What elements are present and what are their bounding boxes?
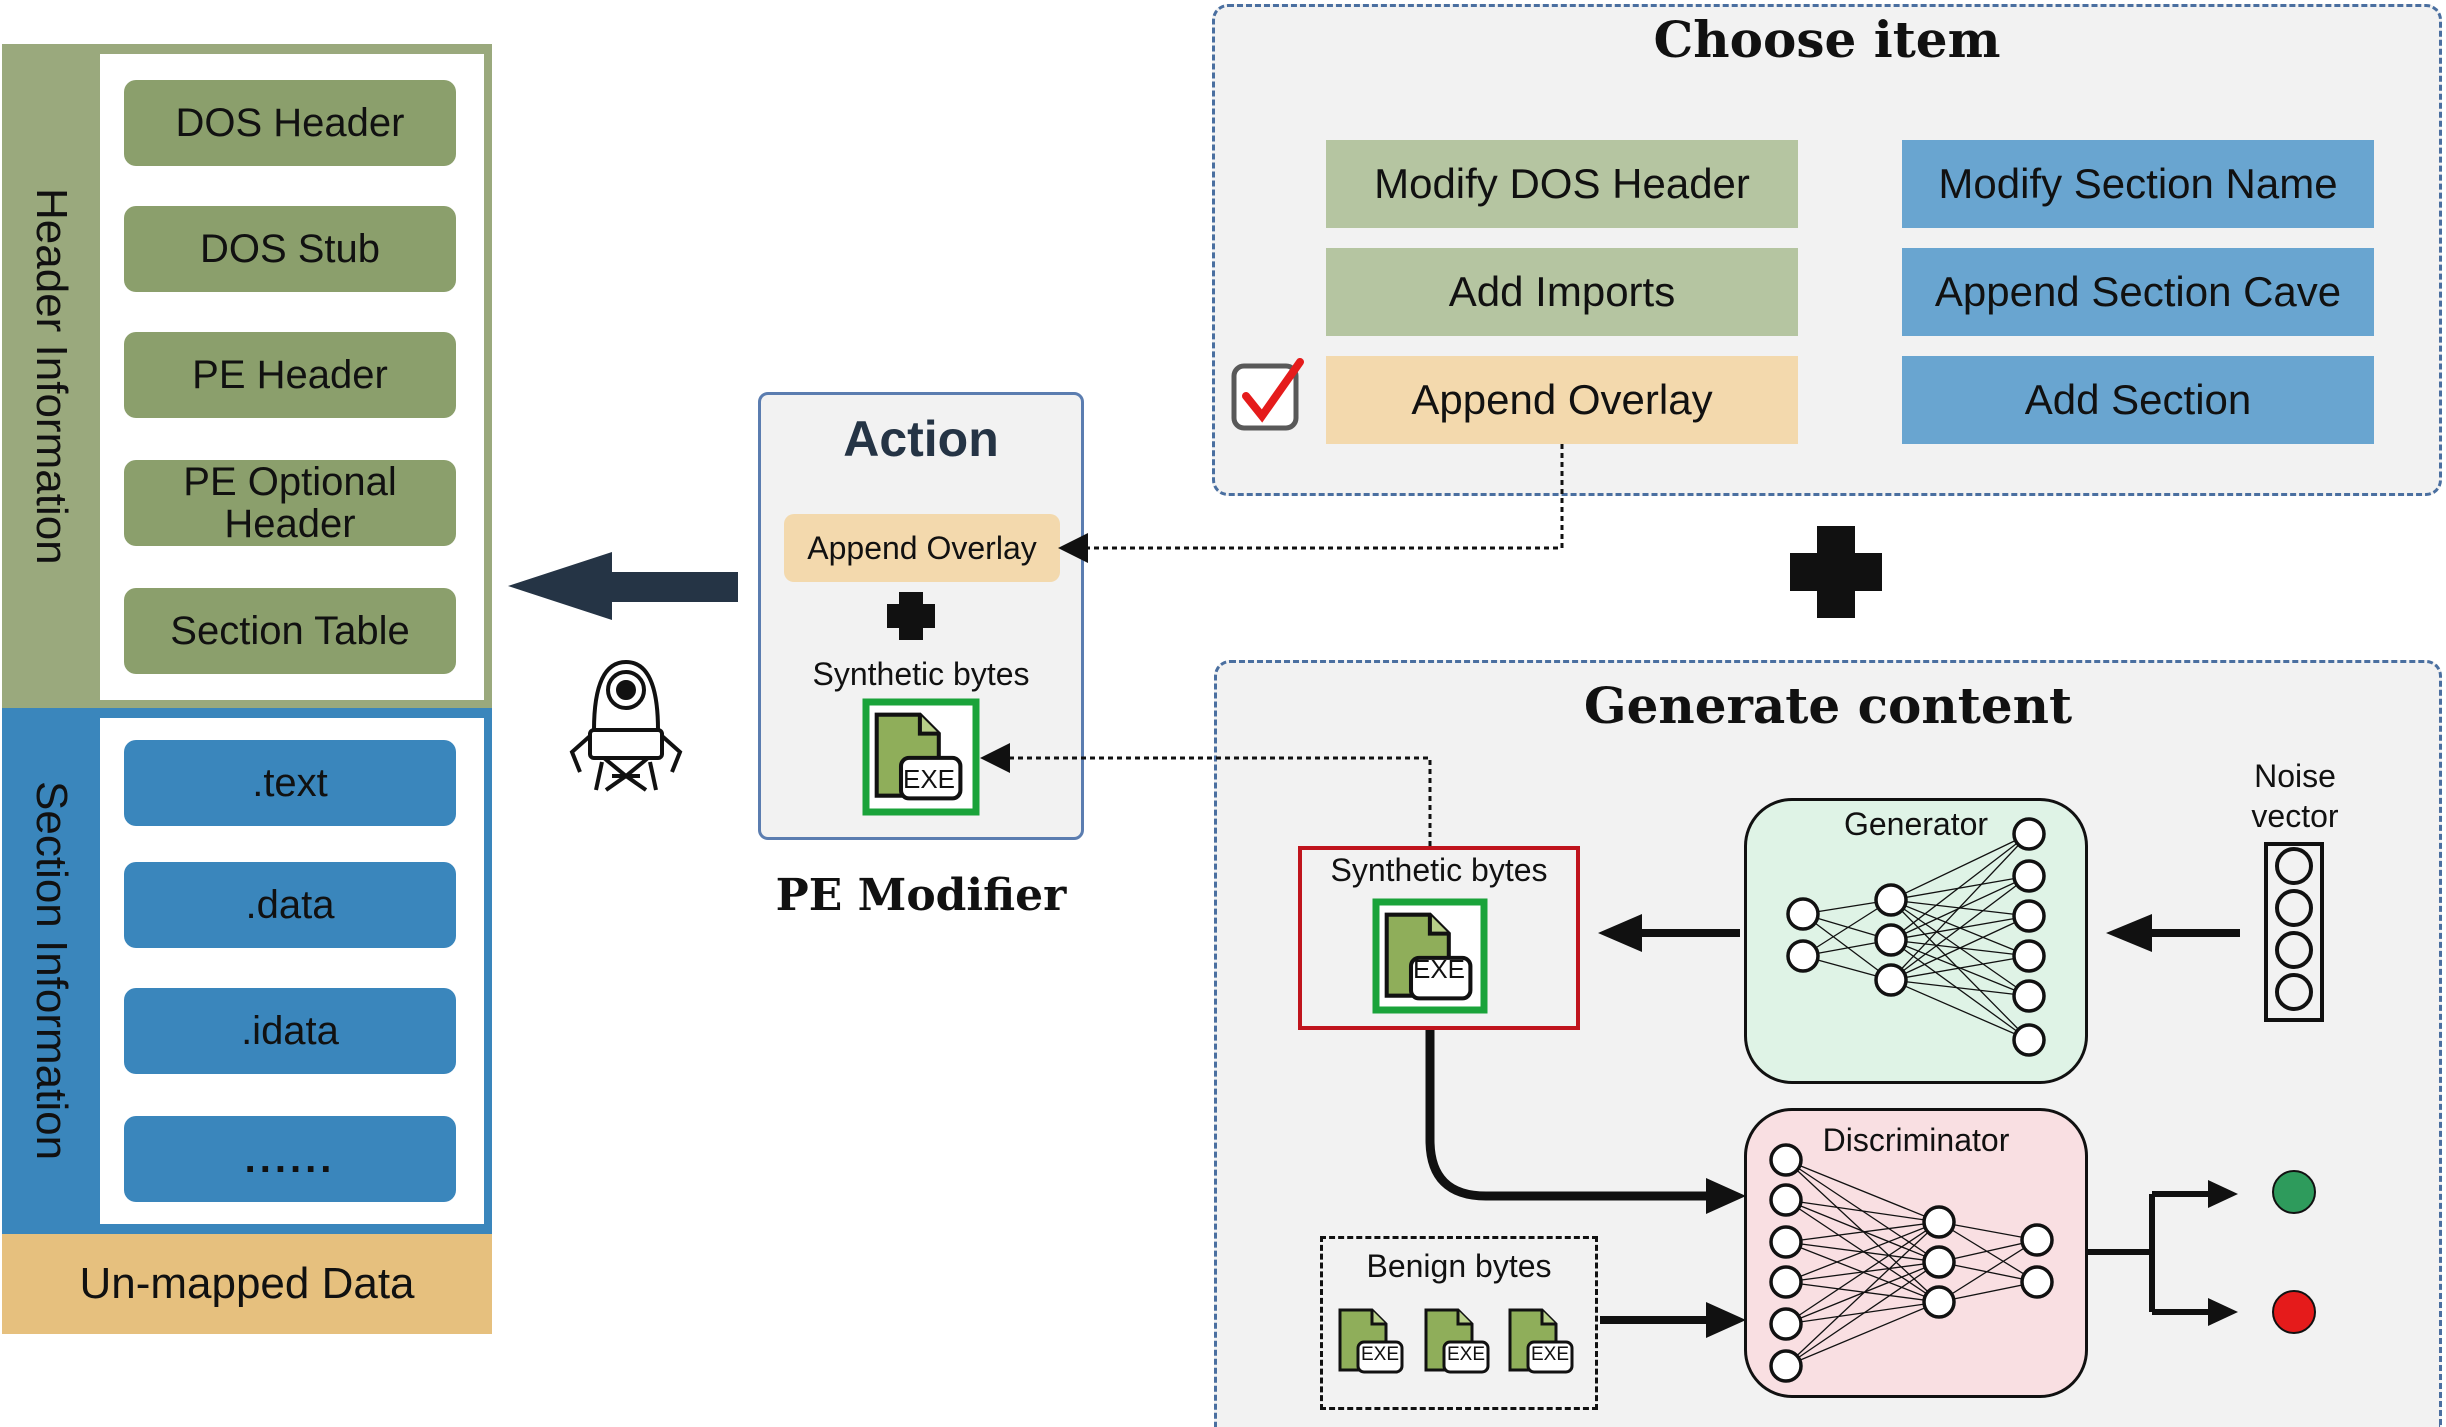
synthetic-to-action-connector — [980, 743, 1432, 846]
fake-output-dot — [2272, 1290, 2316, 1334]
synthetic-bytes-label: Synthetic bytes — [1330, 852, 1548, 888]
action-title: Action — [843, 411, 999, 467]
selected-action-label: Append Overlay — [784, 514, 1060, 582]
noise-vector-label: Noise vector — [2251, 758, 2339, 834]
append-overlay-option[interactable]: Append Overlay — [1326, 356, 1798, 444]
synthetic-exe-icon — [1372, 898, 1488, 1014]
benign-bytes-label: Benign bytes — [1366, 1248, 1552, 1284]
modify-dos-header-option[interactable]: Modify DOS Header — [1326, 140, 1798, 228]
action-plus-icon — [887, 592, 935, 640]
robot-agent-icon — [569, 659, 683, 792]
discriminator-network — [1769, 1143, 2054, 1383]
overlay-to-action-connector — [1058, 444, 1564, 563]
section-information-label: Section Information — [27, 781, 76, 1161]
idata-section-item: .idata — [124, 988, 456, 1074]
action-synthetic-label: Synthetic bytes — [812, 656, 1030, 692]
action-exe-label: EXE — [902, 764, 956, 794]
pe-optional-header-item: PE Optional Header — [124, 460, 456, 546]
benign-exe-label: EXE — [1446, 1344, 1486, 1365]
combine-plus-icon — [1790, 526, 1882, 618]
unmapped-data-block: Un-mapped Data — [2, 1234, 492, 1334]
synthetic-to-discriminator-arrowhead — [1706, 1178, 1746, 1214]
dos-stub-item: DOS Stub — [124, 206, 456, 292]
dos-header-item: DOS Header — [124, 80, 456, 166]
generate-content-title: Generate content — [1583, 676, 2073, 735]
more-sections-item: ...... — [124, 1116, 456, 1202]
noise-vector-icon — [2264, 842, 2324, 1022]
real-output-dot — [2272, 1170, 2316, 1214]
discriminator-output-arrow — [2088, 1180, 2238, 1326]
generator-network — [1786, 817, 2046, 1057]
benign-to-discriminator-arrow — [1600, 1302, 1746, 1338]
apply-arrow-icon — [508, 552, 738, 620]
synthetic-to-discriminator-arrow — [1425, 1030, 1708, 1201]
add-imports-option[interactable]: Add Imports — [1326, 248, 1798, 336]
benign-exe-label: EXE — [1360, 1344, 1400, 1365]
text-section-item: .text — [124, 740, 456, 826]
pe-header-item: PE Header — [124, 332, 456, 418]
choose-item-title: Choose item — [1653, 10, 2001, 69]
modify-section-name-option[interactable]: Modify Section Name — [1902, 140, 2374, 228]
section-table-item: Section Table — [124, 588, 456, 674]
append-section-cave-option[interactable]: Append Section Cave — [1902, 248, 2374, 336]
synthetic-exe-label: EXE — [1412, 954, 1466, 984]
header-information-label: Header Information — [27, 187, 76, 565]
pe-modifier-caption: PE Modifier — [775, 870, 1067, 921]
add-section-option[interactable]: Add Section — [1902, 356, 2374, 444]
data-section-item: .data — [124, 862, 456, 948]
selected-checkbox-icon — [1231, 358, 1304, 431]
benign-exe-label: EXE — [1530, 1344, 1570, 1365]
noise-to-generator-arrow — [2106, 914, 2240, 952]
action-exe-icon — [862, 698, 980, 816]
discriminator-label: Discriminator — [1822, 1122, 2010, 1158]
generator-to-synthetic-arrow — [1598, 914, 1740, 952]
generator-label: Generator — [1843, 806, 1989, 842]
